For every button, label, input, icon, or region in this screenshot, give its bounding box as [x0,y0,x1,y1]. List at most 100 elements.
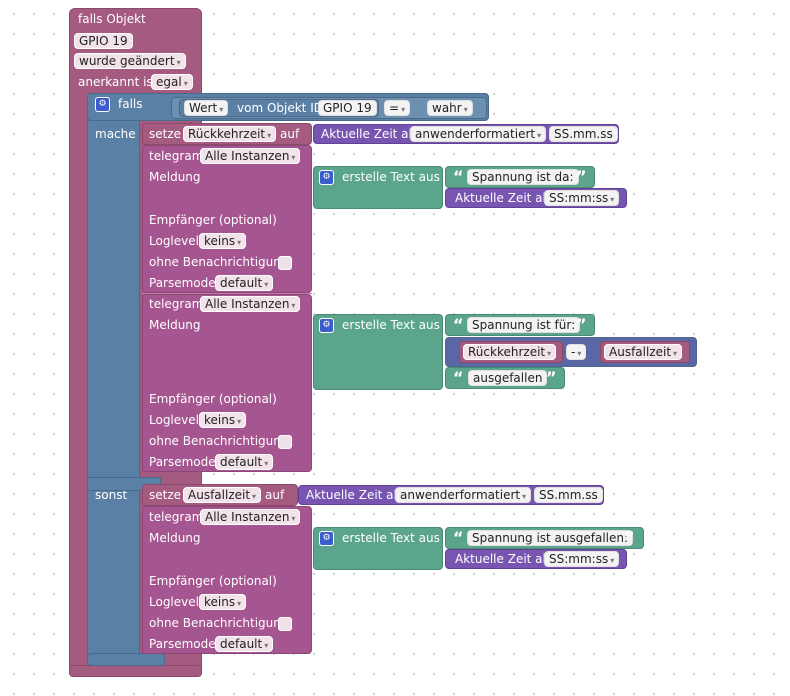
value-dropdown-text: Wert [189,101,218,115]
loglevel-label: Loglevel [149,234,199,248]
dropdown-arrow-icon: ▾ [610,556,615,565]
time-format-dropdown[interactable]: SS:mm:ss▾ [544,551,620,567]
dropdown-arrow-icon: ▾ [237,238,242,247]
set-variable-dropdown[interactable]: Rückkehrzeit▾ [183,126,277,142]
trigger-ack-label: anerkannt ist [78,75,158,89]
dropdown-arrow-icon: ▾ [291,514,296,523]
variable-name: Rückkehrzeit [468,345,546,359]
loglevel-dropdown[interactable]: keins▾ [199,594,247,610]
loglevel-label: Loglevel [149,595,199,609]
dropdown-arrow-icon: ▾ [291,153,296,162]
value-dropdown[interactable]: Wert▾ [184,100,229,116]
condition-object-id[interactable]: GPIO 19 [318,100,377,116]
if-else-footer [87,653,165,666]
create-text-label: erstelle Text aus [342,318,440,332]
parsemode-dropdown[interactable]: default▾ [215,636,274,652]
time-format-dropdown[interactable]: anwenderformatiert▾ [395,487,532,503]
time-format-value: anwenderformatiert [415,127,536,141]
dropdown-arrow-icon: ▾ [219,105,224,114]
silent-checkbox[interactable] [278,435,292,449]
message-label: Meldung [149,170,201,184]
gear-icon[interactable]: ⚙ [319,170,334,185]
set-variable-name: Rückkehrzeit [188,127,266,141]
loglevel-dropdown[interactable]: keins▾ [199,233,247,249]
loglevel-value: keins [204,595,236,609]
else-label: sonst [95,488,128,502]
parsemode-label: Parsemode [149,276,216,290]
compare-value-dropdown[interactable]: wahr▾ [427,100,473,116]
trigger-event-dropdown[interactable]: wurde geändert▾ [74,53,186,69]
time-format-value: SS:mm:ss [549,552,609,566]
dropdown-arrow-icon: ▾ [183,79,188,88]
create-text-label: erstelle Text aus [342,170,440,184]
trigger-ack-dropdown[interactable]: egal▾ [151,74,193,90]
time-pattern-field[interactable]: SS.mm.ss [549,126,618,142]
of-object-label: vom Objekt ID [237,101,323,115]
current-time-label: Aktuelle Zeit als [455,552,553,566]
loglevel-dropdown[interactable]: keins▾ [199,412,247,428]
then-label: mache [95,127,136,141]
loglevel-value: keins [204,413,236,427]
trigger-object-id[interactable]: GPIO 19 [74,33,133,49]
open-quote-icon: “ [453,167,464,186]
dropdown-arrow-icon: ▾ [537,131,542,140]
close-quote-icon: ” [576,167,587,186]
close-quote-icon: ” [624,528,635,547]
create-text-block[interactable] [313,166,443,209]
time-format-dropdown[interactable]: SS:mm:ss▾ [544,190,620,206]
silent-label: ohne Benachrichtigung [149,434,289,448]
create-text-label: erstelle Text aus [342,531,440,545]
open-quote-icon: “ [453,368,464,387]
telegram-instance-dropdown[interactable]: Alle Instanzen▾ [200,148,301,164]
open-quote-icon: “ [453,315,464,334]
dropdown-arrow-icon: ▾ [264,459,269,468]
telegram-instance-value: Alle Instanzen [205,510,290,524]
parsemode-value: default [220,276,263,290]
block-divider [142,293,312,294]
telegram-block[interactable] [142,506,312,654]
gear-icon[interactable]: ⚙ [319,318,334,333]
parsemode-label: Parsemode [149,637,216,651]
time-pattern-field[interactable]: SS.mm.ss [534,487,603,503]
time-format-dropdown[interactable]: anwenderformatiert▾ [410,126,547,142]
text-string-field[interactable]: Spannung ist da: [467,169,579,185]
set-keyword: setze [149,488,182,502]
dropdown-arrow-icon: ▾ [237,417,242,426]
recipient-label: Empfänger (optional) [149,213,277,227]
create-text-block[interactable] [313,314,443,390]
parsemode-dropdown[interactable]: default▾ [215,275,274,291]
text-string-field[interactable]: Spannung ist ausgefallen: [467,530,634,546]
gear-icon[interactable]: ⚙ [95,97,110,112]
parsemode-value: default [220,637,263,651]
loglevel-label: Loglevel [149,413,199,427]
math-operator-dropdown[interactable]: -▾ [566,344,587,360]
trigger-block-footer [69,665,202,677]
current-time-label: Aktuelle Zeit als [306,488,404,502]
message-label: Meldung [149,318,201,332]
silent-checkbox[interactable] [278,256,292,270]
dropdown-arrow-icon: ▾ [176,58,181,67]
text-string-field[interactable]: ausgefallen [468,370,548,386]
operator-dropdown[interactable]: =▾ [384,100,411,116]
text-string-field[interactable]: Spannung ist für: [467,317,581,333]
dropdown-arrow-icon: ▾ [252,492,257,501]
dropdown-arrow-icon: ▾ [522,492,527,501]
trigger-ack-value: egal [156,75,182,89]
set-keyword: setze [149,127,182,141]
parsemode-dropdown[interactable]: default▾ [215,454,274,470]
if-else-block[interactable] [87,93,140,666]
silent-checkbox[interactable] [278,617,292,631]
variable-dropdown[interactable]: Rückkehrzeit▾ [463,344,557,360]
set-variable-dropdown[interactable]: Ausfallzeit▾ [183,487,262,503]
telegram-instance-dropdown[interactable]: Alle Instanzen▾ [200,296,301,312]
current-time-label: Aktuelle Zeit als [321,127,419,141]
parsemode-value: default [220,455,263,469]
gear-icon[interactable]: ⚙ [319,531,334,546]
telegram-instance-dropdown[interactable]: Alle Instanzen▾ [200,509,301,525]
telegram-label: telegram [149,510,204,524]
open-quote-icon: “ [453,528,464,547]
create-text-block[interactable] [313,527,443,570]
variable-dropdown[interactable]: Ausfallzeit▾ [604,344,683,360]
math-operator-value: - [571,345,576,359]
parsemode-label: Parsemode [149,455,216,469]
